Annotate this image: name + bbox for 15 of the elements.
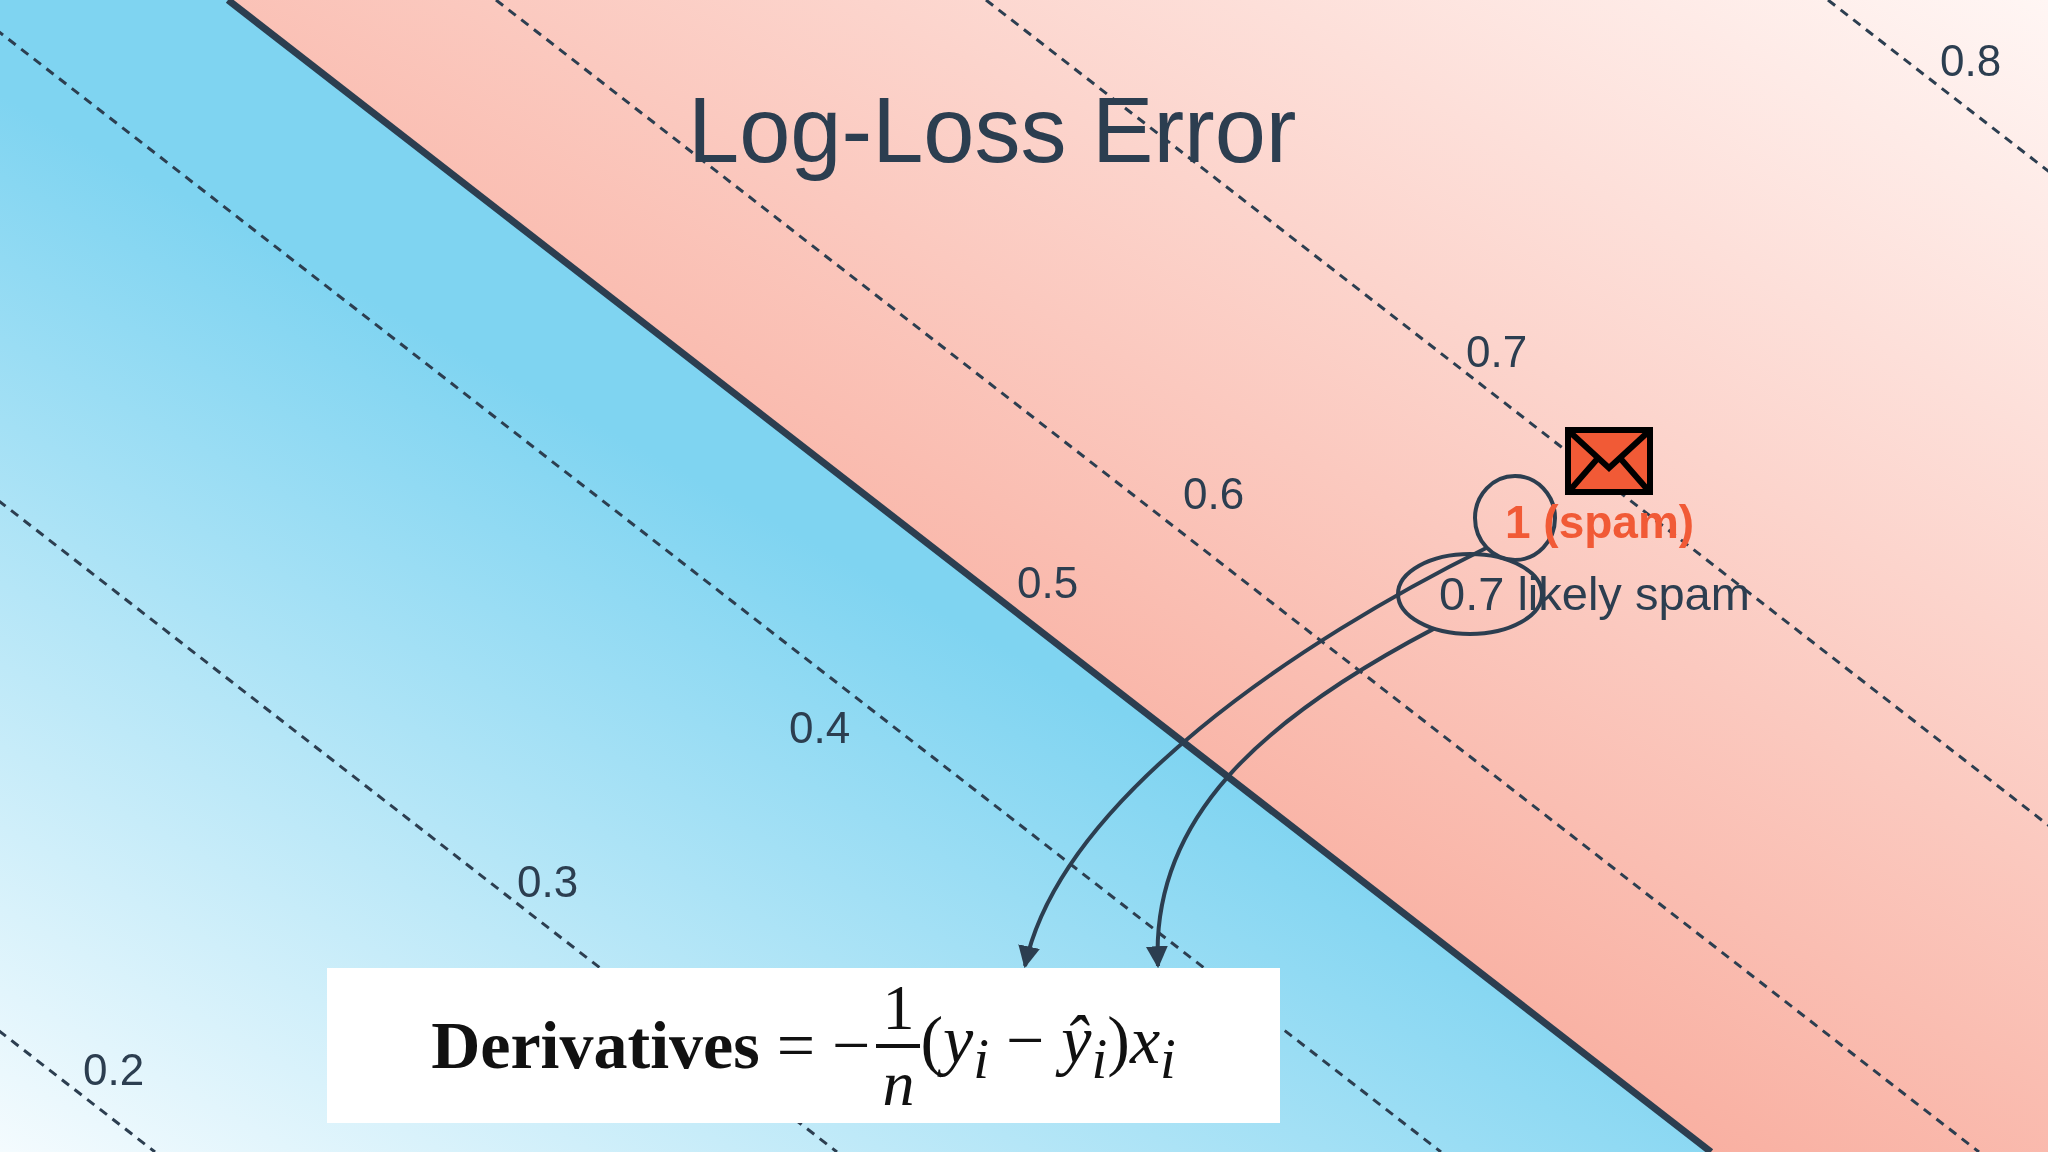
fraction-numerator: 1 bbox=[882, 975, 915, 1040]
contour-label: 0.7 bbox=[1466, 327, 1528, 377]
formula-box bbox=[327, 968, 1280, 1123]
contour-label: 0.5 bbox=[1017, 558, 1079, 608]
contour-label: 0.6 bbox=[1183, 469, 1245, 519]
title: Log-Loss Error bbox=[688, 78, 1297, 183]
formula-text: Derivatives = − bbox=[431, 1006, 871, 1085]
fraction-denominator: n bbox=[882, 1051, 915, 1116]
leader-arrow bbox=[1020, 545, 1488, 969]
contour-label: 0.4 bbox=[789, 703, 851, 753]
leader-arrow bbox=[1147, 626, 1435, 969]
contour-label: 0.8 bbox=[1940, 36, 2002, 86]
contour-label: 0.3 bbox=[517, 857, 579, 907]
formula-text: (y$_{i}$ − ŷ$_{i}$)x$_{i}$ bbox=[920, 1000, 1176, 1091]
contour-label: 0.2 bbox=[83, 1045, 145, 1095]
